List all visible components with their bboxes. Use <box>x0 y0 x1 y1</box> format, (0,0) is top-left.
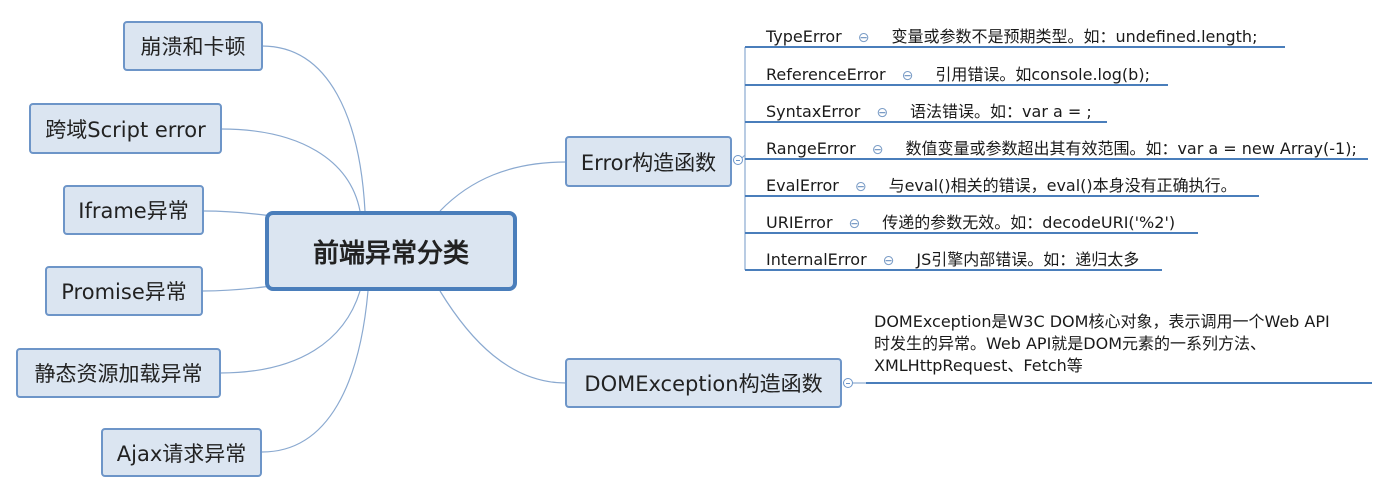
error-type-evalerror[interactable]: EvalError ⊖ 与eval()相关的错误，eval()本身没有正确执行。 <box>766 172 1237 196</box>
topic-label: Promise异常 <box>61 280 187 304</box>
description-line: DOMException是W3C DOM核心对象，表示调用一个Web API <box>874 312 1330 331</box>
error-name: InternalError <box>766 250 867 269</box>
error-name: EvalError <box>766 176 839 195</box>
collapse-toggle-icon[interactable] <box>733 155 743 165</box>
connector-crash <box>261 45 366 212</box>
error-description: 与eval()相关的错误，eval()本身没有正确执行。 <box>888 176 1237 195</box>
collapse-icon[interactable]: ⊖ <box>882 253 895 269</box>
error-description: 变量或参数不是预期类型。如：undefined.length; <box>891 27 1258 46</box>
topic-promise[interactable]: Promise异常 <box>45 266 203 316</box>
error-name: RangeError <box>766 139 856 158</box>
collapse-icon[interactable]: ⊖ <box>871 142 884 158</box>
connector-dom-ctor <box>439 290 567 384</box>
error-type-syntaxerror[interactable]: SyntaxError ⊖ 语法错误。如：var a = ; <box>766 98 1092 122</box>
error-name: URIError <box>766 213 833 232</box>
error-type-referenceerror[interactable]: ReferenceError ⊖ 引用错误。如console.log(b); <box>766 61 1150 85</box>
collapse-icon[interactable]: ⊖ <box>901 68 914 84</box>
topic-dom-exception[interactable]: DOMException构造函数 <box>565 358 842 408</box>
error-description: 引用错误。如console.log(b); <box>935 65 1150 84</box>
topic-script-error[interactable]: 跨域Script error <box>29 103 222 154</box>
topic-label: 静态资源加载异常 <box>34 362 203 386</box>
topic-label: DOMException构造函数 <box>584 372 823 396</box>
central-topic-label: 前端异常分类 <box>312 238 469 269</box>
collapse-icon[interactable]: ⊖ <box>848 216 861 232</box>
error-description: 数值变量或参数超出其有效范围。如：var a = new Array(-1); <box>905 139 1357 158</box>
topic-label: 跨域Script error <box>45 117 206 142</box>
dom-exception-description[interactable]: DOMException是W3C DOM核心对象，表示调用一个Web API 时… <box>874 311 1374 377</box>
connector-ajax <box>261 290 369 453</box>
topic-crash[interactable]: 崩溃和卡顿 <box>123 21 263 71</box>
error-name: TypeError <box>766 27 842 46</box>
connector-error-ctor <box>439 161 567 212</box>
error-description: 传递的参数无效。如：decodeURI('%2') <box>882 213 1176 232</box>
collapse-icon[interactable]: ⊖ <box>854 179 867 195</box>
connector-static <box>219 290 361 374</box>
collapse-icon[interactable]: ⊖ <box>857 30 870 46</box>
error-name: SyntaxError <box>766 102 861 121</box>
topic-iframe[interactable]: Iframe异常 <box>63 185 204 235</box>
collapse-toggle-icon[interactable] <box>843 378 853 388</box>
collapse-icon[interactable]: ⊖ <box>876 105 889 121</box>
description-line: 时发生的异常。Web API就是DOM元素的一系列方法、 <box>874 334 1267 353</box>
error-type-typeerror[interactable]: TypeError ⊖ 变量或参数不是预期类型。如：undefined.length… <box>766 23 1257 47</box>
error-type-rangeerror[interactable]: RangeError ⊖ 数值变量或参数超出其有效范围。如：var a = new … <box>766 135 1357 159</box>
central-topic[interactable]: 前端异常分类 <box>265 211 517 291</box>
topic-ajax[interactable]: Ajax请求异常 <box>101 428 262 477</box>
error-type-urierror[interactable]: URIError ⊖ 传递的参数无效。如：decodeURI('%2') <box>766 209 1175 233</box>
topic-static-resource[interactable]: 静态资源加载异常 <box>16 348 221 398</box>
topic-label: Iframe异常 <box>78 199 189 223</box>
topic-label: Error构造函数 <box>580 150 717 175</box>
error-type-internalerror[interactable]: InternalError ⊖ JS引擎内部错误。如：递归太多 <box>766 246 1139 270</box>
topic-error-constructor[interactable]: Error构造函数 <box>565 136 732 187</box>
topic-label: 崩溃和卡顿 <box>140 35 246 59</box>
topic-label: Ajax请求异常 <box>116 441 247 466</box>
error-description: 语法错误。如：var a = ; <box>910 102 1092 121</box>
error-description: JS引擎内部错误。如：递归太多 <box>916 250 1140 269</box>
connector-script-error <box>220 128 361 212</box>
description-line: XMLHttpRequest、Fetch等 <box>874 356 1083 375</box>
error-name: ReferenceError <box>766 65 886 84</box>
